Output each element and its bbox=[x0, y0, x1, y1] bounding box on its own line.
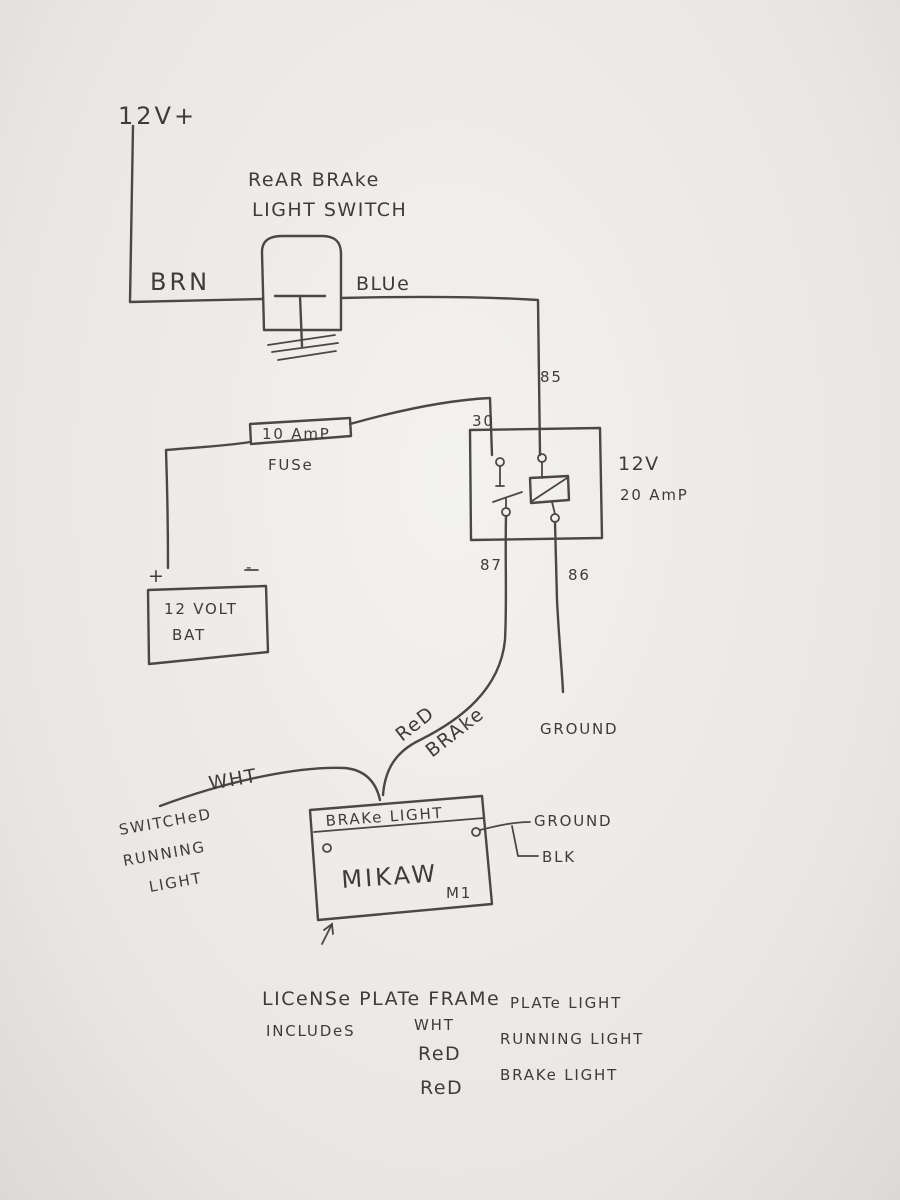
light-ground-label: GROUND bbox=[534, 812, 612, 830]
note-line2-a: INCLUDeS bbox=[266, 1022, 355, 1040]
relay-rating-line2: 20 AmP bbox=[620, 486, 689, 504]
note-line4-b: BRAKe LIGHT bbox=[500, 1066, 618, 1084]
relay-ground-label: GROUND bbox=[540, 720, 618, 738]
brn-label: BRN bbox=[150, 268, 210, 296]
mikaw-label: MIKAW bbox=[340, 859, 439, 894]
switched-label-line2: RUNNING bbox=[122, 838, 208, 870]
arrow-icon bbox=[321, 922, 334, 945]
blk-label: BLK bbox=[542, 848, 576, 866]
black-ground-wire bbox=[479, 821, 539, 857]
relay-rating-line1: 12V bbox=[618, 453, 660, 475]
switch-title-line2: LIGHT SWITCH bbox=[252, 199, 407, 221]
battery-label-line1: 12 VOLT bbox=[164, 600, 238, 618]
pin-30-label: 30 bbox=[472, 412, 495, 430]
battery-label-line2: BAT bbox=[172, 626, 206, 644]
note-line4-a: ReD bbox=[420, 1077, 463, 1099]
battery-minus-label: - bbox=[246, 558, 253, 576]
note-line3-b: RUNNING LIGHT bbox=[500, 1030, 644, 1048]
relay bbox=[468, 426, 604, 542]
pin-85-label: 85 bbox=[540, 368, 563, 386]
note-line3-a: ReD bbox=[418, 1043, 461, 1065]
wht-label: WHT bbox=[207, 765, 259, 795]
switch-title-line1: ReAR BRAke bbox=[248, 169, 380, 191]
ground-wire bbox=[553, 520, 565, 694]
blue-wire bbox=[339, 295, 542, 457]
note-line1: LICeNSe PLATe FRAMe bbox=[262, 988, 500, 1010]
brake-light-switch bbox=[260, 234, 343, 361]
battery bbox=[146, 569, 270, 666]
pin-87-label: 87 bbox=[480, 556, 503, 574]
red-brake-wire bbox=[381, 514, 508, 797]
fuse-value-label: 10 AmP bbox=[262, 425, 331, 443]
note-line2-b: WHT bbox=[414, 1016, 455, 1034]
fuse-feed-wire bbox=[164, 396, 494, 570]
pin-86-label: 86 bbox=[568, 566, 591, 584]
switched-label-line1: SWITCHeD bbox=[118, 805, 214, 839]
switched-label-line3: LIGHT bbox=[148, 869, 204, 896]
blue-label: BLUe bbox=[356, 273, 410, 295]
battery-plus-label: + bbox=[148, 565, 165, 587]
brn-wire bbox=[128, 124, 264, 304]
m1-label: M1 bbox=[446, 884, 472, 902]
v12-plus-label: 12V+ bbox=[118, 102, 197, 130]
white-wire bbox=[158, 766, 382, 808]
mikaw-light-housing bbox=[308, 794, 494, 922]
fuse-label: FUSe bbox=[268, 456, 314, 474]
fuse bbox=[248, 416, 353, 446]
note-line2-c: PLATe LIGHT bbox=[510, 994, 622, 1012]
